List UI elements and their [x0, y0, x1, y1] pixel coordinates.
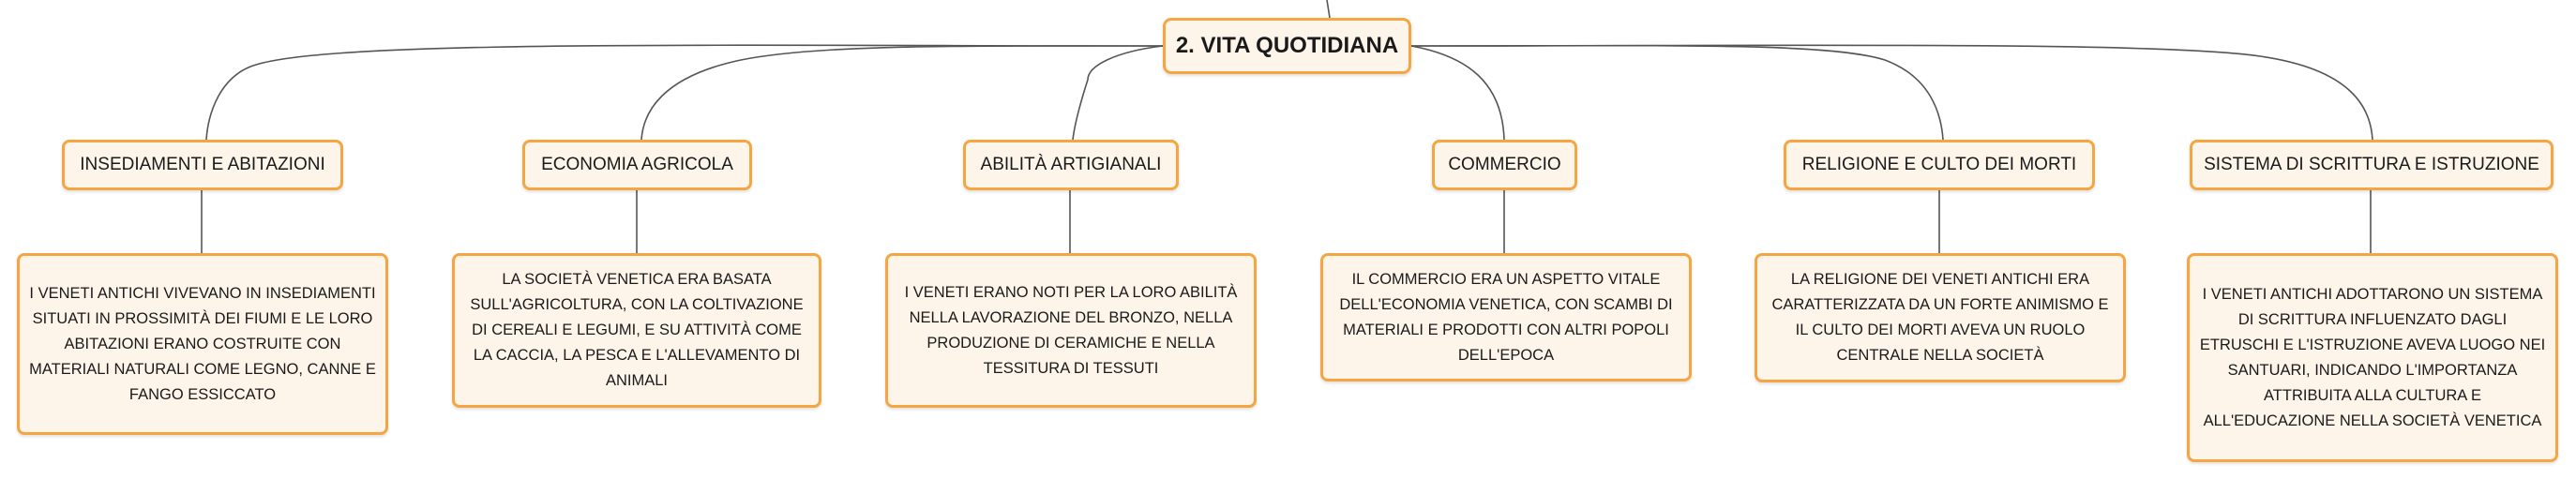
connector-branch-4 [1410, 45, 1505, 141]
topic-abilita-artigianali[interactable]: ABILITÀ ARTIGIANALI [963, 140, 1179, 190]
subtopic-religione-description[interactable]: LA RELIGIONE DEI VENETI ANTICHI ERA CARA… [1755, 253, 2126, 382]
central-topic-label: 2. VITA QUOTIDIANA [1175, 33, 1399, 58]
topic-insediamenti-e-abitazioni[interactable]: INSEDIAMENTI E ABITAZIONI [62, 140, 343, 190]
connector-branch-5 [1410, 44, 1944, 141]
subtopic-text: LA SOCIETÀ VENETICA ERA BASATA SULL'AGRI… [470, 271, 804, 389]
subtopic-scrittura-description[interactable]: I VENETI ANTICHI ADOTTARONO UN SISTEMA D… [2187, 253, 2558, 462]
topic-label: INSEDIAMENTI E ABITAZIONI [80, 155, 325, 174]
topic-label: SISTEMA DI SCRITTURA E ISTRUZIONE [2204, 155, 2539, 174]
central-topic[interactable]: 2. VITA QUOTIDIANA [1163, 18, 1411, 74]
subtopic-text: I VENETI ANTICHI VIVEVANO IN INSEDIAMENT… [29, 284, 376, 403]
topic-economia-agricola[interactable]: ECONOMIA AGRICOLA [522, 140, 752, 190]
topic-label: RELIGIONE E CULTO DEI MORTI [1801, 155, 2077, 174]
subtopic-insediamenti-description[interactable]: I VENETI ANTICHI VIVEVANO IN INSEDIAMENT… [17, 253, 388, 435]
connector-branch-3 [1072, 45, 1164, 141]
topic-commercio[interactable]: COMMERCIO [1432, 140, 1577, 190]
subtopic-artigianali-description[interactable]: I VENETI ERANO NOTI PER LA LORO ABILITÀ … [885, 253, 1257, 408]
topic-label: ECONOMIA AGRICOLA [541, 155, 733, 174]
topic-religione-e-culto-dei-morti[interactable]: RELIGIONE E CULTO DEI MORTI [1784, 140, 2095, 190]
connector-root-parent [1326, 0, 1331, 19]
subtopic-text: I VENETI ANTICHI ADOTTARONO UN SISTEMA D… [2199, 285, 2546, 429]
topic-label: ABILITÀ ARTIGIANALI [980, 155, 1162, 174]
subtopic-text: I VENETI ERANO NOTI PER LA LORO ABILITÀ … [904, 283, 1238, 377]
connector-branch-6 [1410, 44, 2373, 141]
connector-branch-2 [640, 45, 1164, 141]
topic-label: COMMERCIO [1448, 155, 1561, 174]
topic-sistema-di-scrittura-e-istruzione[interactable]: SISTEMA DI SCRITTURA E ISTRUZIONE [2190, 140, 2553, 190]
subtopic-commercio-description[interactable]: IL COMMERCIO ERA UN ASPETTO VITALE DELL'… [1320, 253, 1692, 382]
subtopic-economia-description[interactable]: LA SOCIETÀ VENETICA ERA BASATA SULL'AGRI… [452, 253, 821, 408]
connector-branch-1 [205, 44, 1164, 141]
subtopic-text: IL COMMERCIO ERA UN ASPETTO VITALE DELL'… [1339, 270, 1673, 364]
subtopic-text: LA RELIGIONE DEI VENETI ANTICHI ERA CARA… [1771, 271, 2109, 364]
